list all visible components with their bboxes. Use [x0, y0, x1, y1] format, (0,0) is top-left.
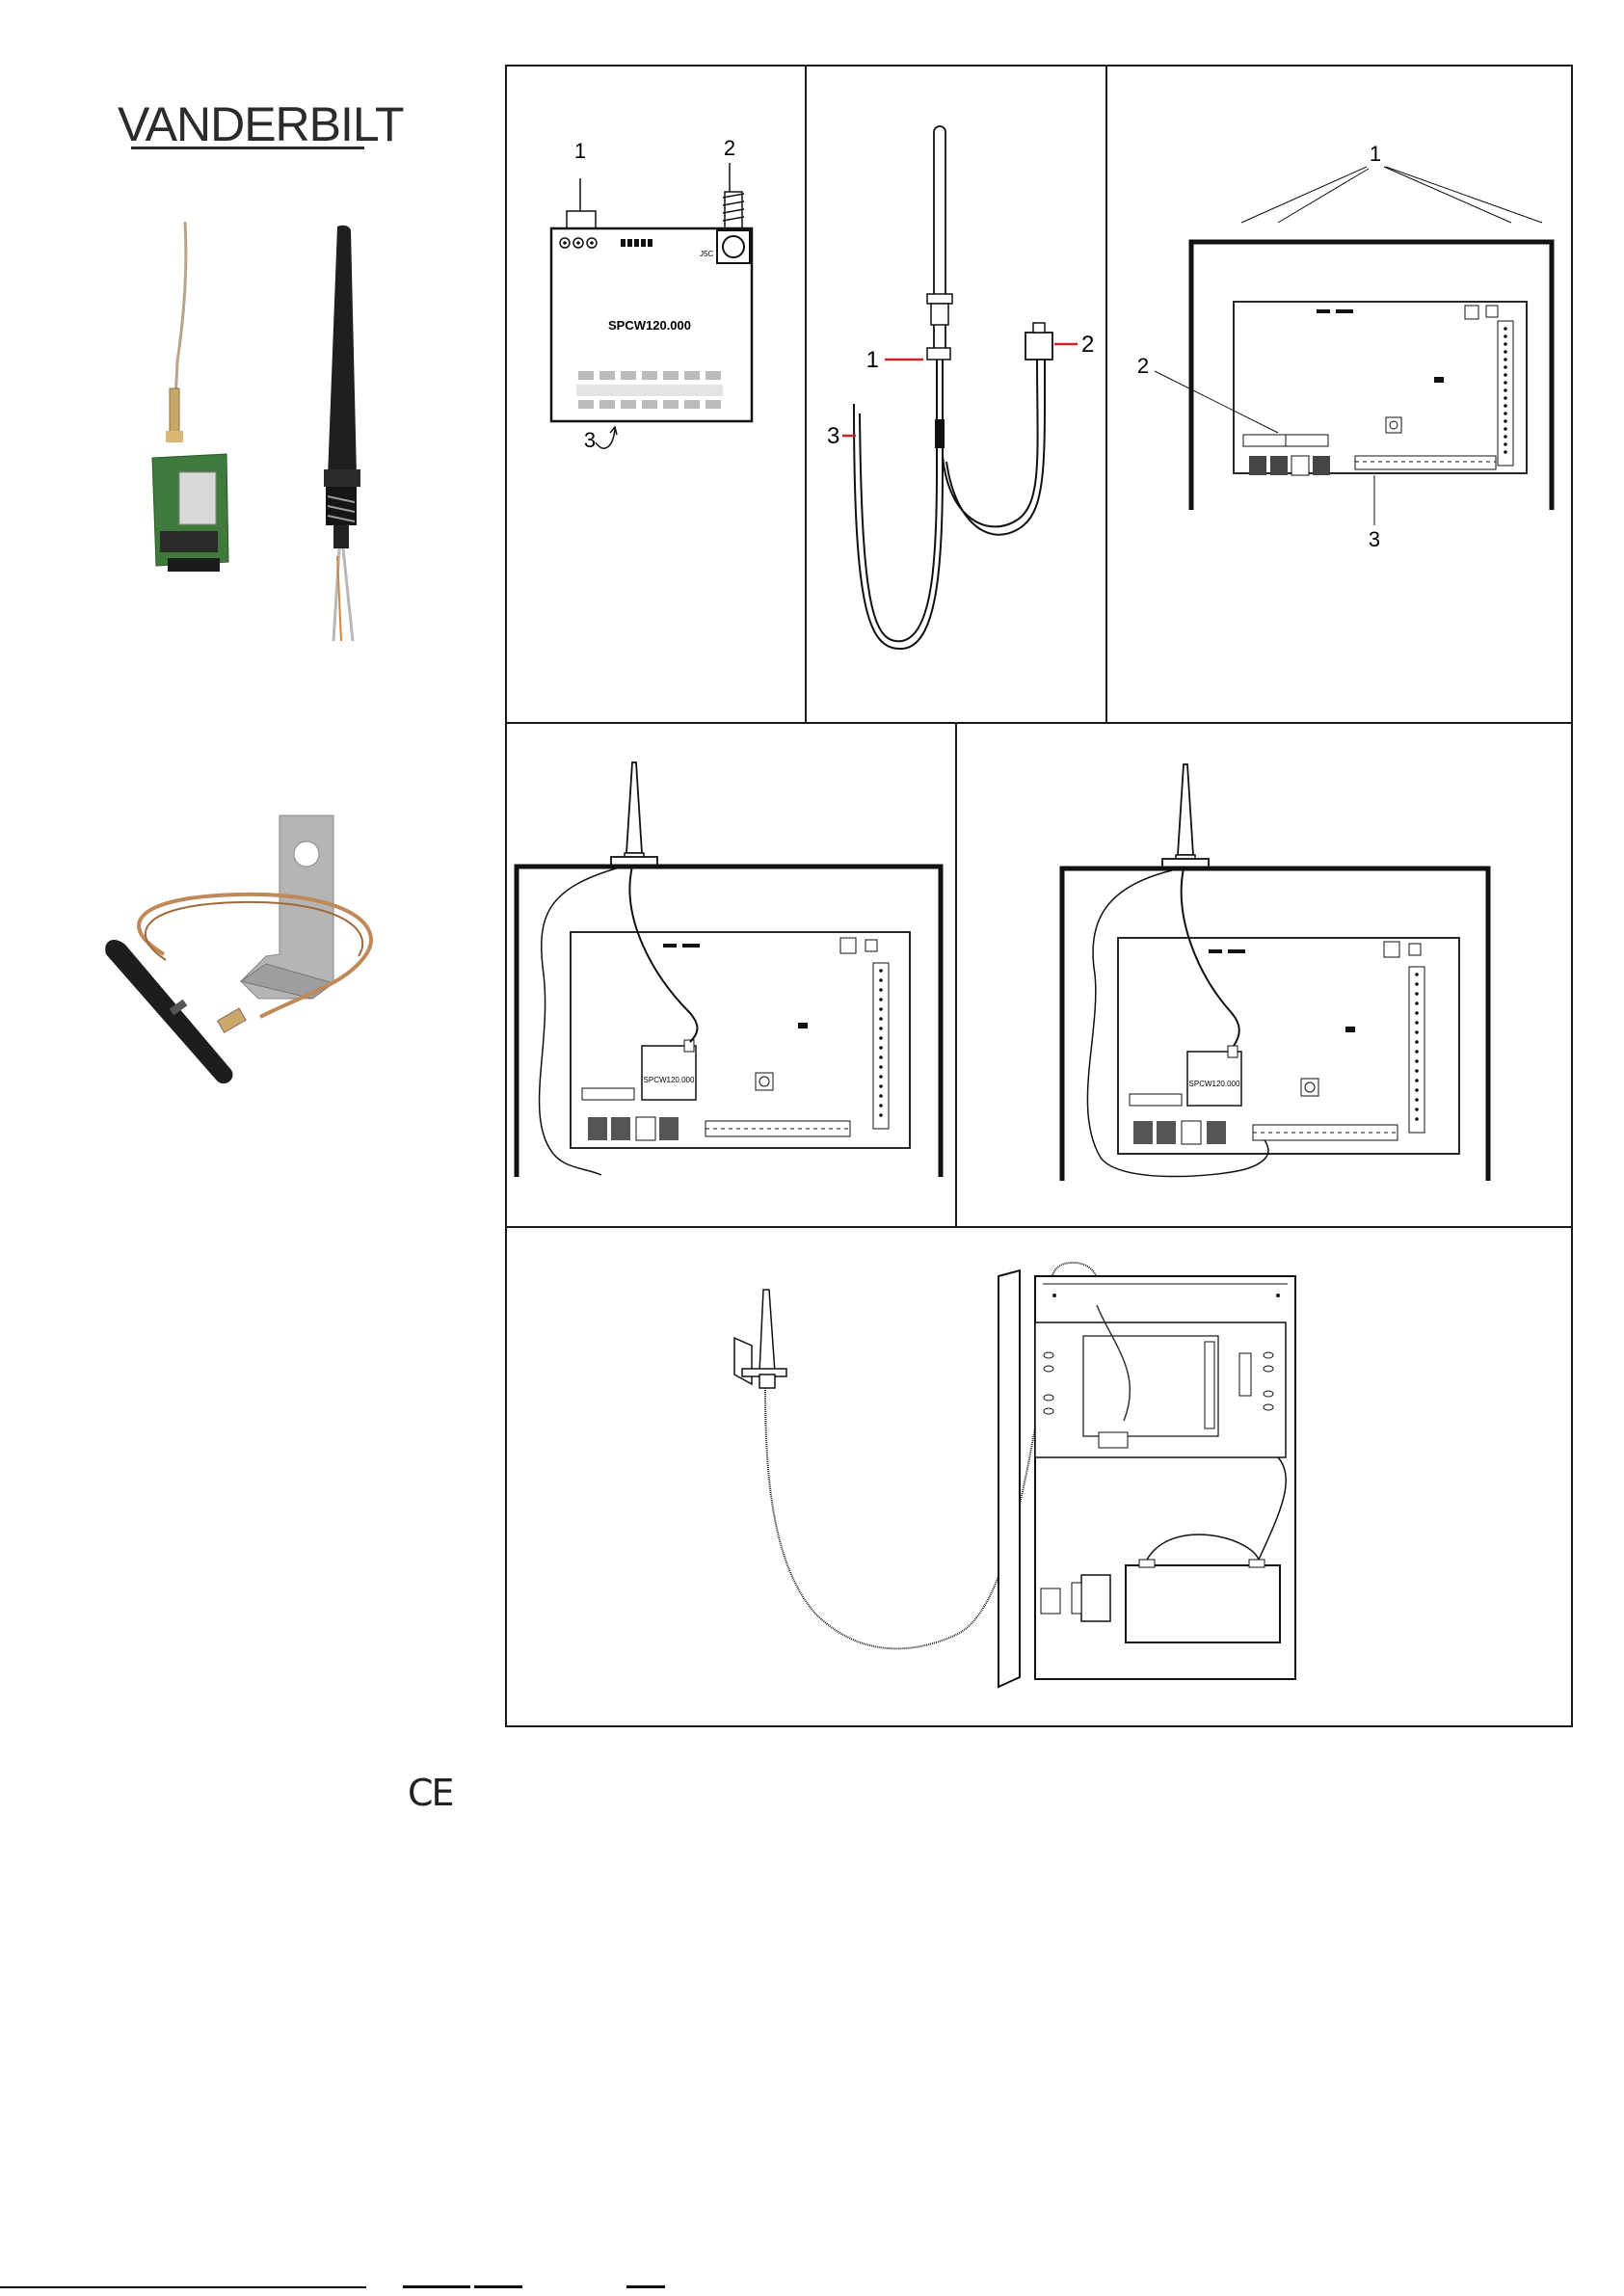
panel-external-routing-diagram: SPCW120.000: [956, 724, 1571, 1225]
callout-3: 3: [584, 428, 596, 452]
callout-2: 2: [1081, 332, 1094, 358]
callout-3: 3: [827, 423, 839, 449]
module-label: SPCW120.000: [644, 1076, 695, 1084]
callout-2: 2: [1137, 354, 1149, 378]
panel-antenna-diagram: 1 2 3: [806, 67, 1105, 718]
module-label: SPCW120.000: [1189, 1080, 1240, 1088]
callout-1: 1: [574, 139, 586, 163]
ce-mark: CE: [408, 1772, 453, 1814]
panel-cabinet-diagram: [507, 1228, 1571, 1725]
board-label: SPCW120.000: [608, 318, 691, 333]
panel-internal-routing-diagram: SPCW120.000: [507, 724, 954, 1225]
callout-3: 3: [1369, 527, 1380, 551]
vanderbilt-logo: VANDERBILT: [118, 94, 370, 154]
callout-1: 1: [1370, 142, 1381, 166]
panel-module-diagram: 1 J5C 2 SPCW120.000 3: [507, 67, 802, 718]
footer-strip: [0, 2284, 1624, 2290]
antenna-bracket-photo: [96, 810, 424, 1099]
callout-1: 1: [866, 347, 879, 373]
callout-2: 2: [724, 136, 735, 160]
svg-text:J5C: J5C: [700, 250, 713, 258]
logo-underline: [131, 147, 364, 149]
panel-enclosure-diagram: 1 2 3: [1106, 67, 1571, 718]
module-and-antenna-photo: [135, 217, 414, 651]
logo-text: VANDERBILT: [118, 96, 404, 152]
